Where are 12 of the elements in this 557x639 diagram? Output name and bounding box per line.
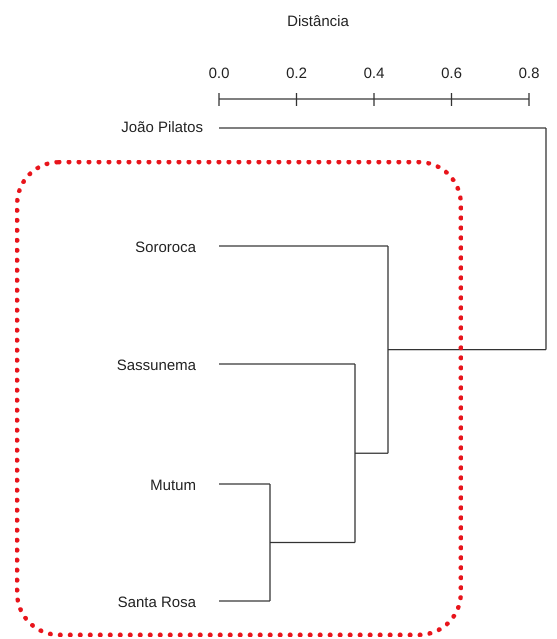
tick-label: 0.8: [518, 65, 540, 83]
leaf-label: Sororoca: [20, 239, 196, 257]
axis-title: Distância: [286, 13, 350, 31]
leaf-label: Sassunema: [20, 357, 196, 375]
tick-label: 0.6: [440, 65, 463, 83]
leaf-label: João Pilatos: [23, 119, 203, 137]
tick-label: 0.2: [285, 65, 308, 83]
leaf-label: Mutum: [20, 477, 196, 495]
highlight-region: [15, 160, 463, 637]
tick-label: 0.0: [208, 65, 230, 83]
tick-label: 0.4: [362, 65, 386, 83]
leaf-label: Santa Rosa: [20, 594, 196, 612]
